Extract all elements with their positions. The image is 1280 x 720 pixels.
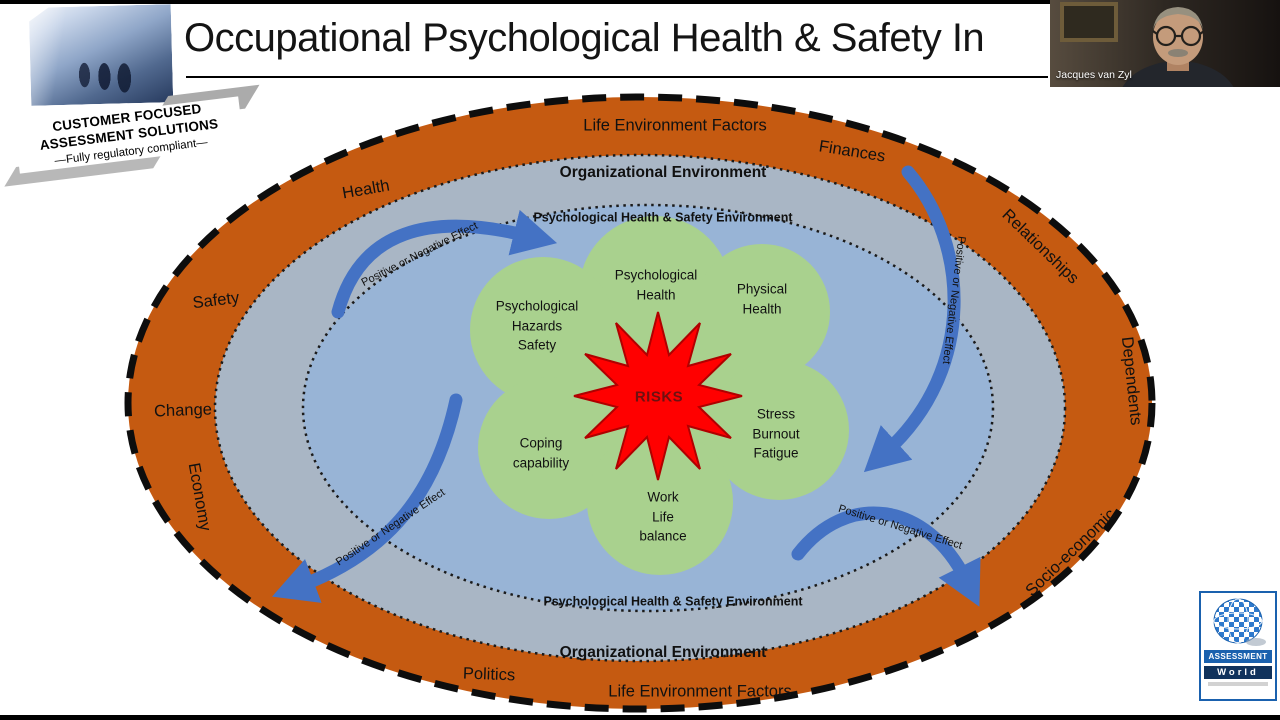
- logo-tagline-strip: [1208, 682, 1268, 686]
- cluster-label-work-life-balance: Work Life balance: [639, 489, 687, 544]
- effect-arrow-bottom-right: [791, 506, 981, 607]
- cluster-label-psychological-hazards: Psychological Hazards Safety: [495, 298, 579, 353]
- page-title: Occupational Psychological Health & Safe…: [184, 16, 985, 60]
- label-life-environment-top: Life Environment Factors: [583, 116, 767, 135]
- glasses-icon: [1152, 25, 1205, 47]
- effect-arrow-top-left: [331, 209, 558, 319]
- letterbox-bottom: [0, 715, 1280, 720]
- participant-name: Jacques van Zyl: [1056, 69, 1132, 81]
- corner-photo-figures: [29, 4, 174, 106]
- risks-label: RISKS: [634, 388, 684, 406]
- label-organizational-top: Organizational Environment: [559, 164, 767, 182]
- factor-label-politics: Politics: [462, 664, 516, 685]
- assessment-world-logo: ASSESSMENT World: [1199, 591, 1277, 701]
- risks-starburst: [573, 311, 743, 481]
- cluster-label-physical-health: Physical Health: [736, 281, 788, 316]
- factor-label-change: Change: [153, 400, 213, 421]
- label-organizational-bottom: Organizational Environment: [559, 644, 767, 662]
- title-underline: [186, 76, 1048, 78]
- corner-photo: [29, 4, 174, 106]
- webcam-tile[interactable]: Jacques van Zyl: [1050, 0, 1280, 87]
- cluster-label-psychological-health: Psychological Health: [614, 267, 698, 302]
- label-life-environment-bottom: Life Environment Factors: [608, 682, 792, 701]
- effect-arrow-right: [863, 165, 961, 473]
- picture-frame-icon: [1060, 2, 1118, 42]
- cluster-label-coping-capability: Coping capability: [512, 435, 570, 470]
- letterbox-top: [0, 0, 1280, 4]
- webcam-video: [1050, 0, 1280, 87]
- globe-icon: [1213, 598, 1266, 646]
- cluster-label-stress-burnout-fatigue: Stress Burnout Fatigue: [752, 406, 800, 461]
- label-psych-safety-bottom: Psychological Health & Safety Environmen…: [543, 594, 803, 609]
- logo-brand-top: ASSESSMENT: [1204, 650, 1272, 663]
- effect-arrow-bottom-left: [272, 393, 463, 603]
- participant-avatar: [1122, 7, 1234, 87]
- mustache-icon: [1168, 49, 1188, 57]
- label-psych-safety-top: Psychological Health & Safety Environmen…: [533, 210, 793, 225]
- logo-brand-bottom: World: [1204, 666, 1272, 679]
